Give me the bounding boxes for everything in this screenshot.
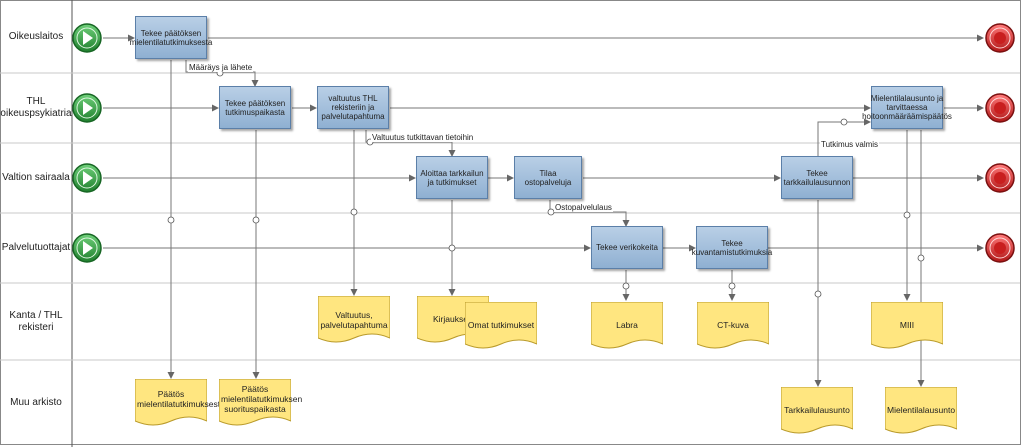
document-label: Valtuutus, palvelutapahtuma [320,310,388,330]
start-events [72,23,102,263]
task-tilaa-ostopalveluja[interactable]: Tilaa ostopalveluja [514,156,582,199]
lane-label-thl-oikeuspsykiatria: THL oikeuspsykiatria [0,96,72,119]
lane-label-muu-arkisto: Muu arkisto [10,396,62,408]
flow-label-valtuutus-tietoihin: Valtuutus tutkittavan tietoihin [371,133,475,142]
end-events [985,23,1015,263]
document-tarkkailulausunto[interactable]: Tarkkailulausunto [781,387,853,435]
stop-circle-icon [985,93,1015,123]
document-valtuutus-palvelutapahtuma[interactable]: Valtuutus, palvelutapahtuma [318,296,390,344]
document-paatos-suorituspaikasta[interactable]: Päätös mielentilatutkimuksen suorituspai… [219,379,303,427]
task-tarkkailulausunto[interactable]: Tekee tarkkailulausunnon [781,156,853,199]
document-miii[interactable]: MIII [871,302,943,350]
task-paatos-tutkimuspaikasta[interactable]: Tekee päätöksen tutkimuspaikasta [219,86,291,129]
document-mielentilalausunto[interactable]: Mielentilalausunto [885,387,957,435]
lane-label-palvelutuottajat: Palvelutuottajat [1,242,71,253]
task-kuvantamistutkimukset[interactable]: Tekee kuvantamistutkimuksia [692,226,772,269]
play-circle-icon [72,23,102,53]
document-label: Kirjaukset [433,314,471,324]
stop-circle-icon [985,163,1015,193]
document-paatos-mielentilatutkimuksesta[interactable]: Päätös mielentilatutkimuksesta [135,379,225,427]
document-label: Omat tutkimukset [467,320,535,330]
play-circle-icon [72,163,102,193]
document-omat-tutkimukset[interactable]: Omat tutkimukset [465,302,537,350]
document-label: Päätös mielentilatutkimuksesta [137,389,225,409]
document-label: Päätös mielentilatutkimuksen suorituspai… [221,384,303,414]
play-circle-icon [72,233,102,263]
lane-label-kanta-thl-rekisteri: Kanta / THL rekisteri [9,309,63,333]
flow-label-tutkimus-valmis: Tutkimus valmis [820,140,880,149]
document-label: Tarkkailulausunto [784,405,850,415]
stop-circle-icon [985,23,1015,53]
document-labra[interactable]: Labra [591,302,663,350]
sequence-flows [103,34,984,252]
task-verikokeet[interactable]: Tekee verikokeita [591,226,663,269]
lane-label-valtion-sairaala: Valtion sairaala [2,172,70,183]
document-label: Labra [616,320,638,330]
task-paatos-mielentilatutkimuksesta[interactable]: Tekee päätöksen mielentilatutkimuksesta [130,16,212,59]
document-label: Mielentilalausunto [887,405,956,415]
task-valtuutus-thl-rekisteriin[interactable]: valtuutus THL rekisteriin ja palvelutapa… [317,86,389,129]
document-ct-kuva[interactable]: CT-kuva [697,302,769,350]
task-mielentilalausunto[interactable]: Mielentilalausunto ja tarvittaessa hoito… [862,86,952,129]
stop-circle-icon [985,233,1015,263]
flow-label-ostopalvelulaus: Ostopalvelulaus [554,203,613,212]
task-aloittaa-tarkkailun[interactable]: Aloittaa tarkkailun ja tutkimukset [416,156,488,199]
document-label: MIII [899,320,915,330]
lane-label-oikeuslaitos: Oikeuslaitos [8,30,64,42]
document-label: CT-kuva [717,320,749,330]
play-circle-icon [72,93,102,123]
flow-label-maarays-ja-lahete: Määräys ja lähete [188,63,254,72]
